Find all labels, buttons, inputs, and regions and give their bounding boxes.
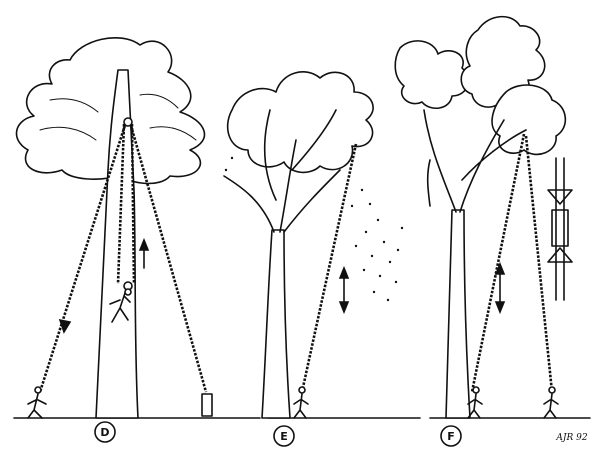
- panel-f: F: [394, 15, 573, 447]
- tree-d-ground-person-head: [34, 386, 42, 394]
- tree-f-ground-person-right: [543, 393, 559, 419]
- panel-d: D: [15, 37, 213, 443]
- tree-f-ground-person-left: [467, 393, 483, 419]
- tree-f-rope-left: [470, 133, 526, 393]
- tree-d-climber-head: [124, 288, 132, 296]
- tree-e-spray: [224, 156, 404, 302]
- tree-d-ground-person: [27, 393, 47, 419]
- tree-e-arrowhead-up: [338, 265, 350, 279]
- tree-e-trunk: [261, 229, 291, 419]
- tree-f-rope-right: [524, 135, 554, 393]
- panel-d-label: D: [100, 426, 109, 439]
- tree-d-up-arrowhead: [138, 237, 150, 251]
- tree-f-ground-person-left-head: [472, 386, 480, 394]
- tree-d-top-pulley: [123, 117, 133, 127]
- tree-d-crown: [15, 37, 206, 185]
- tree-d-rope-left: [38, 121, 128, 393]
- tree-e-ground-person: [293, 393, 309, 419]
- tree-d-rope-inner-right: [130, 123, 136, 285]
- panel-f-label: F: [447, 430, 455, 443]
- tree-d-anchor: [201, 393, 213, 417]
- tree-f-inset-detail: [547, 157, 573, 301]
- tree-e-arrowhead-down: [338, 301, 350, 315]
- artist-signature: AJR 92: [555, 433, 587, 443]
- tree-f-crown-left: [394, 40, 470, 109]
- tree-d-rope-right: [128, 121, 208, 393]
- panel-e: E: [223, 71, 404, 447]
- panel-e-label: E: [280, 430, 288, 443]
- tree-f-arrowhead-up: [494, 261, 506, 275]
- panel-d-label-circle: [94, 421, 116, 443]
- tree-f-crown-lower: [491, 84, 567, 156]
- panel-e-label-circle: [273, 425, 295, 447]
- panel-f-label-circle: [440, 425, 462, 447]
- tree-d-rope-inner-left: [116, 123, 126, 285]
- tree-f-trunk: [445, 209, 471, 419]
- tree-e-rope: [300, 143, 358, 393]
- tree-d-trunk: [95, 69, 139, 419]
- tree-e-ground-person-head: [298, 386, 306, 394]
- tree-f-ground-person-right-head: [548, 386, 556, 394]
- tree-d-climber: [109, 289, 131, 323]
- tree-f-branches: [423, 109, 527, 213]
- tree-d-down-arrowhead: [58, 318, 72, 334]
- tree-e-crown: [226, 71, 374, 174]
- tree-d-crown-contour: [39, 93, 197, 141]
- tree-e-branches: [223, 109, 341, 233]
- tree-f-arrowhead-down: [494, 301, 506, 315]
